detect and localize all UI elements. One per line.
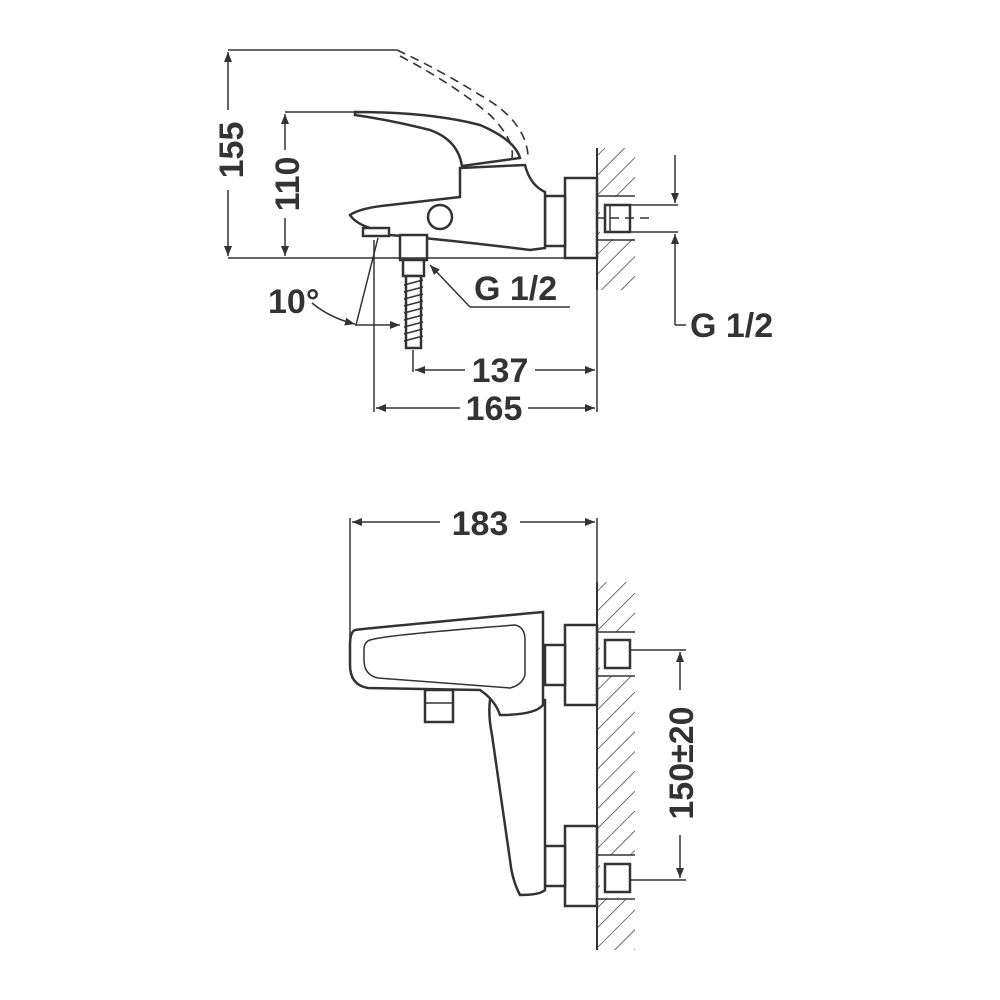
aerator [361,226,391,238]
dim-spout-to-wall: 165 [466,390,523,428]
lever-open-position [396,49,529,156]
spout-top [348,610,545,717]
eccentric-connector-side [543,194,567,248]
dim-body-height: 110 [269,157,307,212]
hose-inlet [398,233,429,350]
diverter-knob [426,203,454,231]
escutcheon-side [563,176,599,260]
dim-centres: 150±20 [663,706,701,819]
side-view: 155 110 10° G 1/2 G 1/2 137 165 [213,49,773,428]
lever-handle [353,110,522,168]
dimension-lines-top [349,518,684,878]
dim-angle: 10° [268,283,319,321]
outlet-top [423,688,455,724]
dim-projection: 183 [452,505,509,543]
mixer-body-top [488,698,547,897]
wall-connector-side [565,203,678,234]
dimension-lines-side [224,49,686,412]
connectors-top [543,623,686,908]
lever-top [363,624,526,689]
dim-wall-thread: G 1/2 [690,307,773,345]
dim-hose-to-wall: 137 [472,352,529,390]
dim-inlet-thread: G 1/2 [474,270,557,308]
dim-total-height: 155 [213,122,251,179]
wall-section-top [596,582,640,950]
top-view: 183 150±20 [348,505,701,950]
